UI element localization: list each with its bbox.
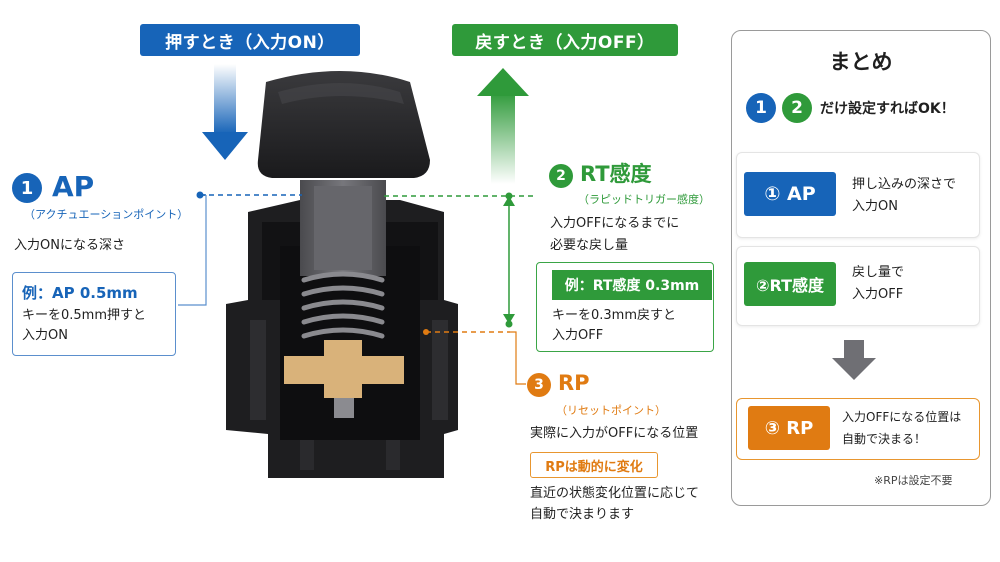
summary-footnote: ※RPは設定不要	[874, 474, 953, 487]
summary-card-ap-line2: 入力ON	[852, 199, 898, 214]
ap-subtitle: （アクチュエーションポイント）	[24, 208, 189, 221]
rp-note-line2: 自動で決まります	[530, 507, 635, 522]
summary-card-rt-line1: 戻し量で	[852, 265, 905, 280]
summary-card-rp-line2: 自動で決まる！	[842, 432, 927, 446]
contact-plate	[284, 340, 404, 418]
rp-title: RP	[558, 371, 590, 395]
summary-number-2: 2	[782, 93, 812, 123]
rp-note-line1: 直近の状態変化位置に応じて	[530, 486, 700, 501]
summary-card-rt	[736, 246, 980, 326]
ap-guide-line	[178, 191, 302, 306]
summary-title: まとめ	[829, 50, 893, 74]
rt-description-line2: 必要な戻し量	[550, 238, 629, 253]
ap-description: 入力ONになる深さ	[14, 238, 125, 253]
rt-example-line1: キーを0.3mm戻すと	[552, 308, 677, 323]
ap-example-line1: キーを0.5mm押すと	[22, 308, 147, 323]
switch-diagram	[178, 64, 536, 478]
rp-dynamic-tag: RPは動的に変化	[530, 452, 658, 478]
summary-number-1: 1	[746, 93, 776, 123]
rt-subtitle: （ラピッドトリガー感度）	[578, 193, 710, 206]
release-arrow-icon	[477, 68, 529, 184]
ap-example-box	[12, 272, 176, 356]
switch-spring	[301, 271, 385, 339]
press-arrow-icon	[202, 64, 248, 160]
down-arrow-icon	[832, 340, 876, 380]
rt-description-line1: 入力OFFになるまでに	[550, 216, 680, 231]
rt-title: RT感度	[580, 162, 652, 186]
summary-card-ap-label: ① AP	[744, 172, 836, 216]
ap-example-title: 例：AP 0.5mm	[22, 284, 138, 302]
summary-card-rp-label: ③ RP	[748, 406, 830, 450]
ap-title: AP	[52, 170, 95, 203]
summary-card-rt-label: ②RT感度	[744, 262, 836, 306]
ap-number-badge: 1	[12, 173, 42, 203]
rt-guide-line	[384, 192, 536, 328]
rt-example-line2: 入力OFF	[552, 328, 604, 343]
rp-guide-line	[423, 329, 526, 385]
rt-example-title: 例：RT感度 0.3mm	[552, 270, 712, 300]
rp-description: 実際に入力がOFFになる位置	[530, 426, 699, 441]
summary-card-ap-line1: 押し込みの深さで	[852, 177, 957, 192]
rt-number-badge: 2	[549, 164, 573, 188]
switch-stem	[300, 180, 386, 276]
keycap	[257, 71, 430, 178]
rp-number-badge: 3	[527, 373, 551, 397]
summary-card-rt-line2: 入力OFF	[852, 287, 904, 302]
ap-example-line2: 入力ON	[22, 328, 68, 343]
summary-card-rp-line1: 入力OFFになる位置は	[842, 410, 962, 424]
rp-subtitle: （リセットポイント）	[556, 404, 666, 417]
summary-headline: だけ設定すればOK！	[820, 101, 955, 117]
press-banner: 押すとき（入力ON）	[140, 24, 360, 56]
release-banner: 戻すとき（入力OFF）	[452, 24, 678, 56]
